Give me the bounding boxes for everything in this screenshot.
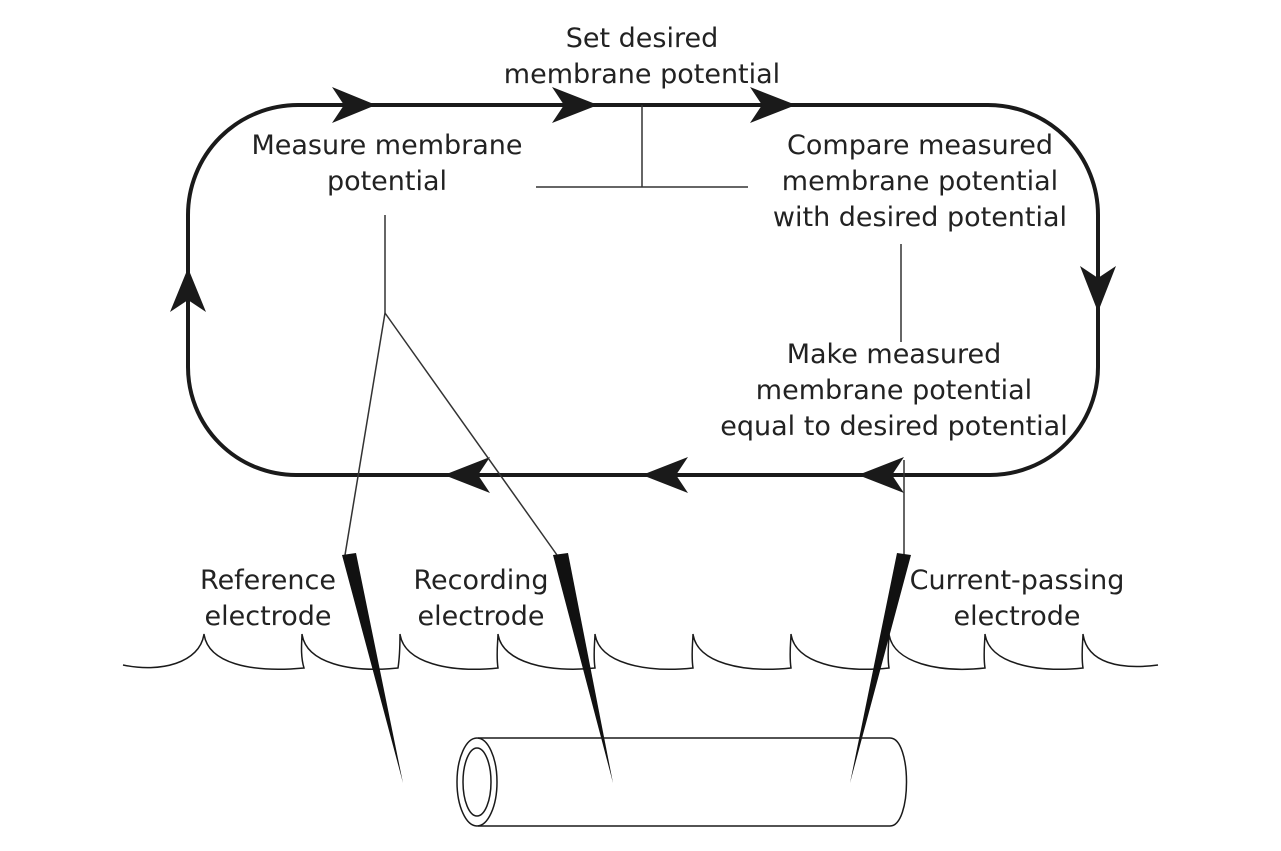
measure-label: Measure membrane potential	[251, 130, 523, 197]
loop-arrow-bottom-3	[444, 457, 490, 493]
reference-electrode-label: Reference electrode	[200, 565, 336, 632]
cell-cylinder-end-outer	[456, 737, 498, 827]
loop-arrow-bottom-2	[642, 457, 688, 493]
set-desired-label: Set desired membrane potential	[503, 23, 781, 90]
compare-label: Compare measured membrane potential with…	[772, 130, 1068, 233]
recording-electrode-pipette	[553, 553, 613, 783]
loop-arrow-bottom-1	[858, 457, 904, 493]
current-electrode-pipette	[850, 553, 911, 783]
recording-electrode-label: Recording electrode	[413, 565, 549, 632]
measure-to-reference-line	[344, 312, 386, 556]
cell-cylinder-body	[478, 737, 908, 827]
loop-arrow-left	[170, 268, 206, 312]
make-equal-label: Make measured membrane potential equal t…	[720, 339, 1068, 442]
loop-arrow-right	[1080, 266, 1116, 312]
loop-arrow-top-2	[552, 87, 598, 123]
loop-arrow-top-3	[750, 87, 796, 123]
feedback-loop	[186, 103, 1100, 477]
reference-electrode-pipette	[342, 553, 403, 783]
cell-cylinder-end-inner	[462, 747, 492, 817]
bath-surface	[122, 633, 1159, 670]
measure-to-recording-line	[384, 312, 558, 556]
loop-arrow-top-1	[332, 87, 376, 123]
current-electrode-label: Current-passing electrode	[909, 565, 1125, 632]
